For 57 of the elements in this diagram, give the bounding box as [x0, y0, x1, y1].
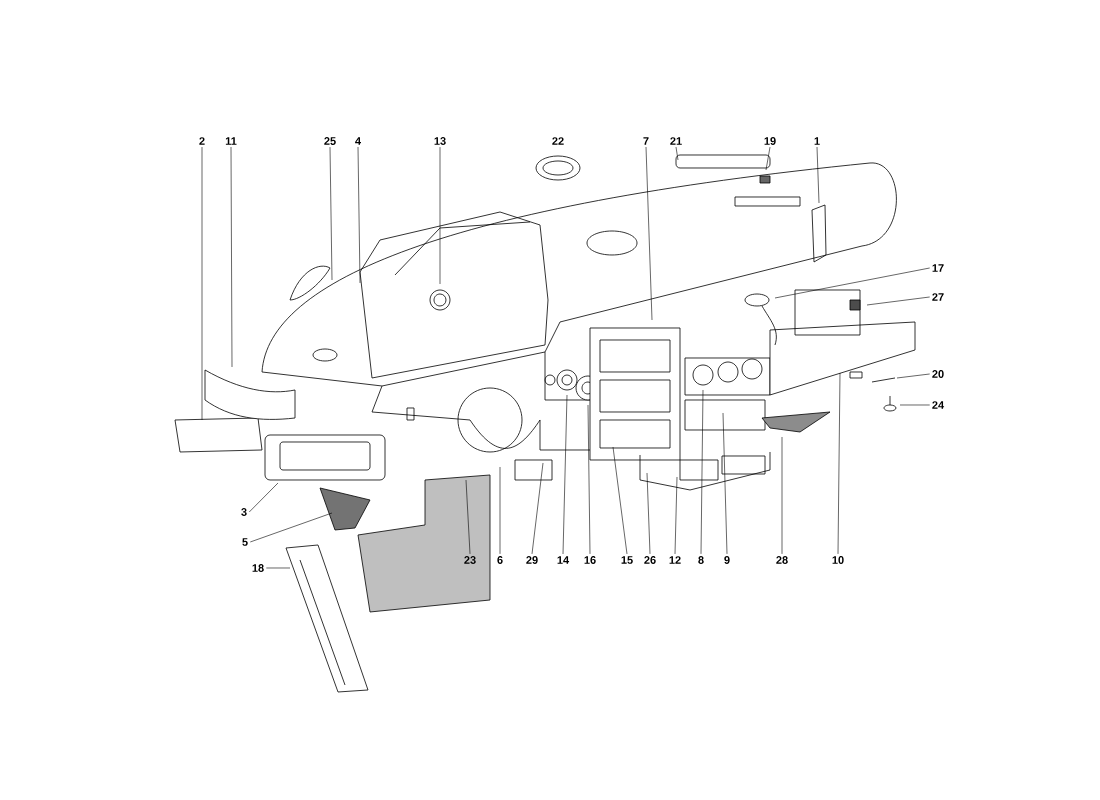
leader-line	[866, 296, 930, 306]
callout-number: 28	[776, 556, 788, 564]
callout-number: 9	[724, 556, 730, 564]
leader-line	[248, 482, 279, 513]
callout-number: 22	[552, 137, 564, 145]
callout-number: 25	[324, 137, 336, 145]
leader-line	[765, 146, 771, 171]
callout-number: 4	[355, 137, 361, 145]
callout-number: 10	[832, 556, 844, 564]
callout-number: 16	[584, 556, 596, 564]
leader-line	[774, 267, 930, 299]
callout-number: 1	[814, 137, 820, 145]
leader-line	[612, 446, 628, 555]
callout-number: 13	[434, 137, 446, 145]
leader-line	[439, 146, 441, 285]
callout-number: 8	[698, 556, 704, 564]
callout-number: 26	[644, 556, 656, 564]
callout-number: 6	[497, 556, 503, 564]
callout-number: 14	[557, 556, 570, 564]
callout-number: 3	[241, 508, 247, 516]
callout-number: 15	[621, 556, 633, 564]
leader-line	[266, 567, 291, 569]
callout-number: 23	[464, 556, 476, 564]
callout-number: 18	[252, 564, 264, 572]
leader-line	[816, 146, 820, 204]
leader-line	[896, 373, 930, 379]
leader-line	[645, 146, 653, 321]
leader-line	[722, 412, 728, 555]
callout-number: 27	[932, 293, 944, 301]
leader-line	[249, 512, 333, 543]
leader-line	[201, 146, 203, 421]
leader-line	[837, 372, 841, 555]
callout-number: 12	[669, 556, 681, 564]
leader-line	[646, 472, 651, 555]
leader-line	[562, 394, 568, 555]
leader-line	[675, 146, 679, 161]
leader-line	[329, 146, 333, 281]
callout-number: 21	[670, 137, 682, 145]
leader-line	[587, 404, 591, 555]
leader-line	[230, 146, 233, 368]
callout-number: 20	[932, 370, 944, 378]
callout-number: 19	[764, 137, 776, 145]
leader-line	[357, 146, 361, 284]
callout-number: 5	[242, 538, 248, 546]
leader-line	[531, 462, 544, 555]
leader-line	[700, 389, 704, 555]
leader-line	[899, 404, 930, 406]
leader-line	[674, 476, 678, 555]
leader-line	[499, 466, 501, 555]
callout-number: 7	[643, 137, 649, 145]
callout-number: 29	[526, 556, 538, 564]
callout-number: 17	[932, 264, 944, 272]
callout-number: 2	[199, 137, 205, 145]
callout-number: 24	[932, 401, 945, 409]
leader-line	[465, 479, 471, 555]
leader-line	[781, 436, 783, 555]
callout-number: 11	[225, 137, 237, 145]
